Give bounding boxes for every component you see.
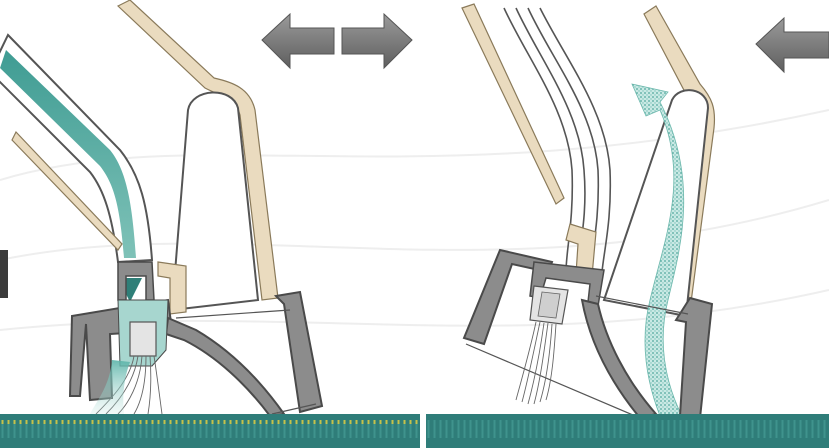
- brush-inner-right: [537, 291, 561, 319]
- dust-flow: [631, 83, 685, 417]
- carpet-right: [426, 414, 829, 448]
- rear-foot-right: [674, 296, 714, 420]
- arrow-right-icon: [341, 12, 413, 70]
- carpet-left: [0, 414, 420, 448]
- arrow-left-icon: [261, 12, 335, 70]
- left-panel: [0, 0, 420, 448]
- floor-line: [271, 403, 317, 415]
- arrow-left-icon: [755, 16, 829, 74]
- air-swoosh: [90, 360, 130, 414]
- front-skid-right: [580, 298, 658, 420]
- panel-divider: [420, 414, 426, 448]
- rear-skid: [164, 316, 286, 418]
- nozzle-cap: [170, 91, 260, 312]
- beige-strut-right: [461, 3, 565, 205]
- base-line-right: [465, 343, 641, 419]
- brush-block: [129, 321, 157, 357]
- nozzle-cap-right: [602, 89, 710, 318]
- beige-wall-lower: [11, 130, 123, 251]
- brush-bristles-right: [515, 321, 557, 405]
- base-line: [175, 309, 291, 319]
- rear-foot: [273, 290, 324, 414]
- nozzle-housing-right: [462, 248, 554, 346]
- right-panel: [426, 3, 829, 448]
- top-line-right: [595, 295, 689, 315]
- edge-marker: [0, 250, 8, 298]
- airflow-band: [0, 50, 136, 258]
